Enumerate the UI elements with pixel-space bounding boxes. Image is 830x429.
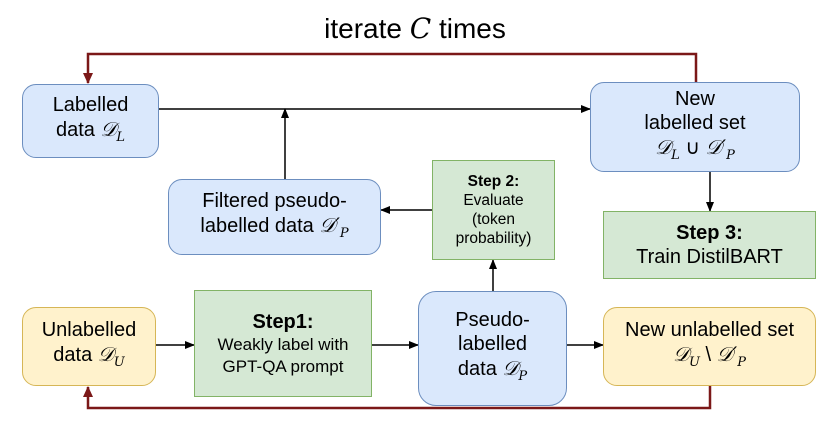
labelled-data-node: Labelled data 𝒟L — [22, 84, 159, 158]
node-label: Labelled — [52, 93, 129, 116]
pseudo-labelled-node: Pseudo- labelled data 𝒟P — [418, 291, 567, 406]
loop-arrow-bottom — [83, 386, 712, 410]
step2-evaluate-node: Step 2: Evaluate (token probability) — [432, 160, 555, 260]
step1-weakly-label-node: Step1: Weakly label with GPT-QA prompt — [194, 290, 372, 397]
iterate-title: iterate C times — [324, 12, 506, 45]
new-unlabelled-set-node: New unlabelled set 𝒟U \ 𝒟′P — [603, 307, 816, 386]
loop-arrow-top — [83, 52, 698, 84]
new-labelled-set-node: New labelled set 𝒟L ∪ 𝒟′P — [590, 82, 800, 172]
filtered-pseudo-labelled-node: Filtered pseudo- labelled data 𝒟′P — [168, 179, 381, 255]
unlabelled-data-node: Unlabelled data 𝒟U — [22, 307, 156, 386]
step3-train-node: Step 3: Train DistilBART — [603, 211, 816, 279]
